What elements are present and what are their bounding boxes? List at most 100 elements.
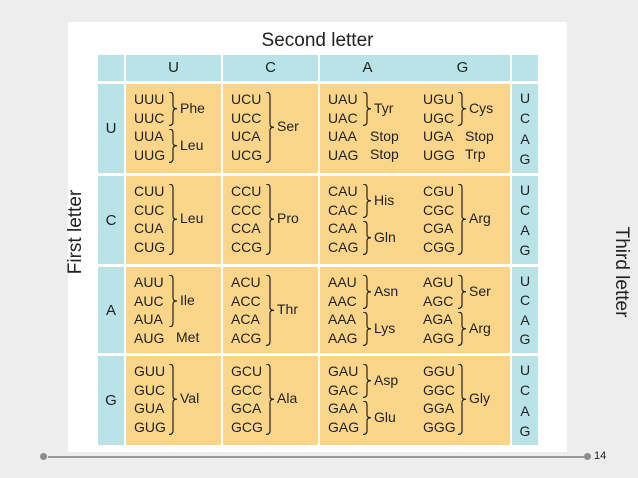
- group-brace: [362, 312, 372, 346]
- group-brace: [362, 221, 372, 255]
- codon: ACU: [231, 274, 261, 290]
- amino-acid-label: Arg: [469, 210, 491, 227]
- codon: GGC: [423, 381, 455, 398]
- codon: GCG: [231, 418, 263, 435]
- codon: AAG: [328, 329, 358, 346]
- group-brace: [457, 275, 467, 309]
- codon: ACC: [231, 292, 261, 309]
- amino-acid-label: Ala: [277, 390, 298, 407]
- codon: UCC: [231, 109, 262, 126]
- second-letter-header: A: [320, 55, 415, 81]
- corner-header-right: [512, 55, 538, 81]
- amino-acid-label: Met: [176, 329, 200, 345]
- codon: GAU: [328, 363, 359, 379]
- codon: ACA: [231, 311, 260, 327]
- codon: GCA: [231, 400, 262, 416]
- amino-acid-label: Glu: [374, 408, 396, 425]
- codon: AAA: [328, 311, 357, 327]
- amino-acid-label: Ser: [469, 282, 491, 299]
- group-brace: [265, 184, 275, 255]
- group-brace: [265, 275, 275, 346]
- amino-acid-label: Tyr: [374, 99, 394, 116]
- codon: GGG: [423, 418, 456, 435]
- group-brace: [362, 275, 372, 309]
- amino-acid-label: Gln: [374, 228, 396, 245]
- amino-acid-label: Asp: [374, 371, 399, 388]
- third-letter: C: [519, 292, 531, 309]
- first-letter-label: First letter: [65, 189, 86, 275]
- codon: UAA: [328, 128, 357, 144]
- left-dot: [40, 453, 47, 460]
- codon: UGU: [423, 91, 455, 107]
- codon: GCC: [231, 381, 263, 398]
- amino-acid-label: Arg: [469, 319, 491, 336]
- group-brace: [168, 129, 178, 163]
- amino-acid-label: His: [374, 191, 395, 208]
- codon: CGC: [423, 201, 455, 218]
- group-brace: [168, 92, 178, 126]
- second-letter-header: U: [126, 55, 221, 81]
- amino-acid-label: Gly: [469, 390, 490, 407]
- group-brace: [457, 312, 467, 346]
- codon: AAC: [328, 292, 357, 309]
- third-letter: A: [520, 311, 530, 328]
- amino-acid-label: Ile: [180, 292, 195, 308]
- codon: AUG: [134, 329, 165, 346]
- codon: UGG: [423, 146, 455, 163]
- codon: CCG: [231, 238, 263, 255]
- amino-acid-label: Phe: [180, 99, 205, 116]
- third-letter-label: Third letter: [611, 226, 632, 318]
- corner-header-left: [98, 55, 124, 81]
- third-letter: C: [519, 382, 531, 399]
- codon: UAU: [328, 91, 358, 107]
- codon: AGC: [423, 292, 454, 309]
- codon: AUC: [134, 292, 164, 309]
- group-brace: [362, 364, 372, 398]
- second-letter-title: Second letter: [261, 30, 374, 51]
- codon: CGG: [423, 238, 455, 255]
- group-brace: [362, 92, 372, 126]
- codon: CCA: [231, 220, 261, 236]
- amino-acid-label: Val: [180, 390, 200, 407]
- codon: UUA: [134, 128, 164, 144]
- group-brace: [168, 184, 178, 255]
- third-letter: U: [519, 182, 531, 198]
- codon: CAA: [328, 220, 357, 236]
- first-letter-header: A: [98, 267, 124, 353]
- group-brace: [362, 401, 372, 435]
- codon: GUG: [134, 418, 166, 435]
- amino-acid-label: Stop: [370, 146, 399, 162]
- codon: AGU: [423, 274, 454, 290]
- amino-acid-label: Pro: [277, 210, 299, 227]
- third-letter: C: [519, 110, 531, 127]
- codon: UGA: [423, 128, 454, 144]
- group-brace: [457, 184, 467, 255]
- codon: CCC: [231, 201, 262, 218]
- second-letter-header: C: [223, 55, 318, 81]
- group-brace: [457, 92, 467, 126]
- codon: GUA: [134, 400, 165, 416]
- codon: UUU: [134, 91, 165, 107]
- right-dot: [584, 453, 591, 460]
- codon: AAU: [328, 274, 357, 290]
- codon: GUC: [134, 381, 166, 398]
- codon: AGG: [423, 329, 455, 346]
- codon: CAU: [328, 183, 358, 199]
- codon: CUA: [134, 220, 164, 236]
- third-letter: G: [519, 422, 531, 439]
- first-letter-header: G: [98, 356, 124, 445]
